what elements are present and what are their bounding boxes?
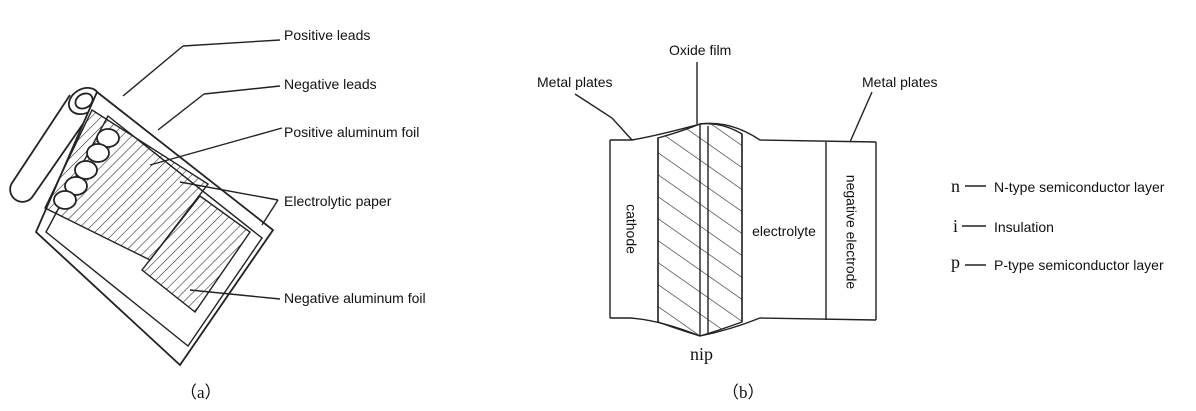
legend-text-p: P-type semiconductor layer <box>994 257 1164 273</box>
label-metal-plates-left: Metal plates <box>537 74 612 90</box>
legend-symbol-i: i <box>953 216 958 236</box>
label-electrolytic-paper: Electrolytic paper <box>284 193 392 209</box>
legend-item-i: i Insulation <box>953 216 1054 236</box>
foil-body <box>34 90 275 367</box>
negative-aluminum-foil-region <box>141 195 251 314</box>
label-nip: nip <box>690 344 713 364</box>
plate-stack-outline <box>609 122 877 337</box>
label-positive-leads: Positive leads <box>284 27 370 43</box>
caption-b: （b） <box>722 383 765 402</box>
figure-a: Positive leads Negative leads Positive a… <box>9 27 426 402</box>
label-negative-leads: Negative leads <box>284 76 377 92</box>
positive-lead-wire <box>122 39 281 97</box>
label-oxide-film: Oxide film <box>669 42 731 58</box>
legend-item-p: p P-type semiconductor layer <box>951 252 1164 273</box>
legend-symbol-p: p <box>951 252 960 272</box>
label-cathode: cathode <box>623 204 639 254</box>
legend-symbol-n: n <box>951 176 960 196</box>
legend-text-n: N-type semiconductor layer <box>994 179 1165 195</box>
caption-a: （a） <box>180 383 222 402</box>
label-positive-aluminum-foil: Positive aluminum foil <box>284 124 419 140</box>
label-metal-plates-right: Metal plates <box>862 74 937 90</box>
roll-cylinder <box>9 86 100 203</box>
rolled-layers <box>53 128 120 210</box>
label-negative-electrode: negative electrode <box>843 175 859 290</box>
negative-lead-wire <box>157 85 281 131</box>
legend-item-n: n N-type semiconductor layer <box>951 176 1165 196</box>
label-negative-aluminum-foil: Negative aluminum foil <box>284 290 426 306</box>
figure-b: cathode electrolyte negative electrode M… <box>537 42 937 402</box>
legend-text-i: Insulation <box>994 219 1054 235</box>
label-electrolyte: electrolyte <box>752 223 816 239</box>
legend: n N-type semiconductor layer i Insulatio… <box>951 176 1165 273</box>
